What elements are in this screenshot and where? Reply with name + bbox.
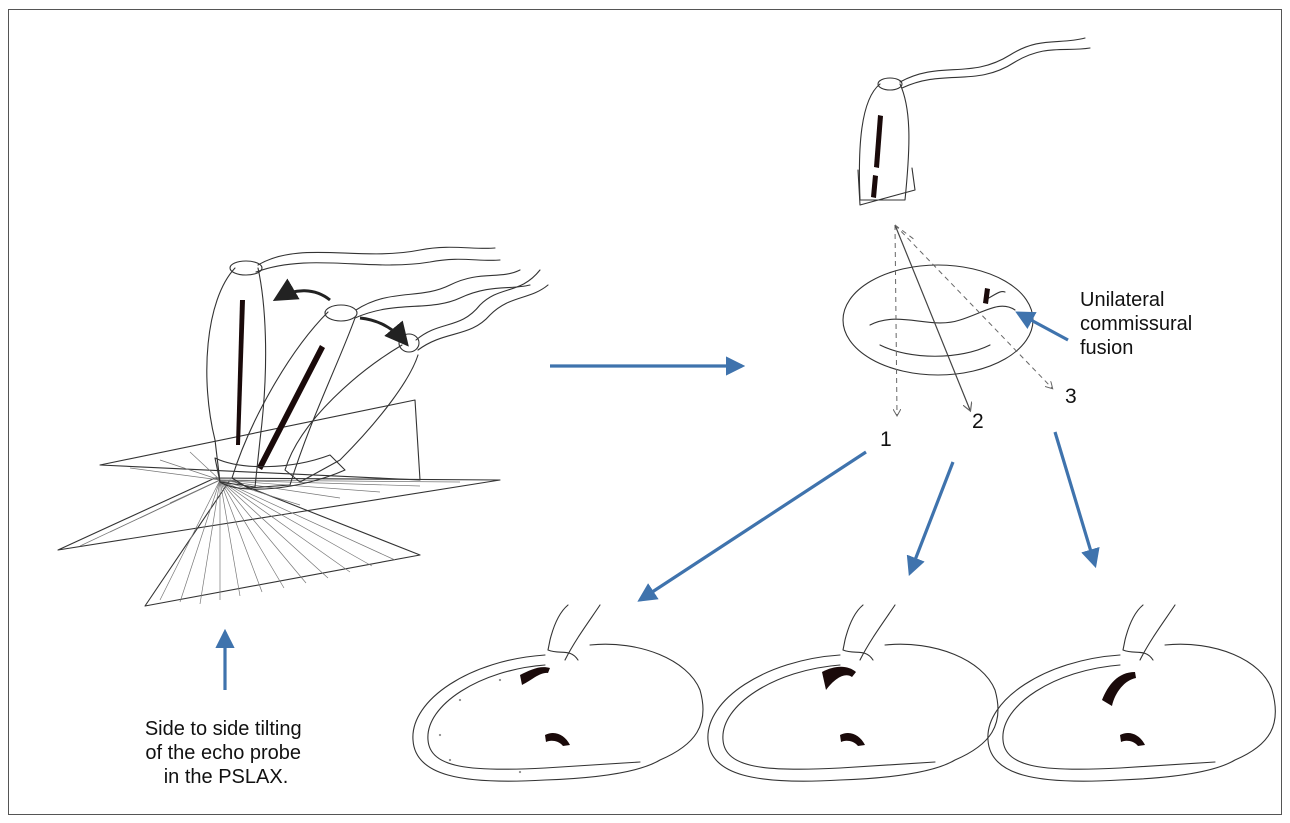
caption-left-line-2: of the echo probe xyxy=(145,742,301,764)
plane-number-2: 2 xyxy=(972,410,984,433)
plane-number-1: 1 xyxy=(880,428,892,451)
tilt-arrow-left xyxy=(278,291,330,300)
caption-right-line-3: fusion xyxy=(1080,337,1133,359)
tilt-arrow-right xyxy=(360,318,405,342)
probe-position-1 xyxy=(207,247,500,487)
caption-left-line-3: in the PSLAX. xyxy=(164,766,289,788)
pslax-view-2 xyxy=(708,605,998,781)
probe-position-2 xyxy=(232,270,530,488)
arrow-to-view-3 xyxy=(1055,432,1095,565)
top-probe xyxy=(858,38,1090,205)
arrow-to-view-1 xyxy=(640,452,866,600)
tilting-probe-illustration xyxy=(58,247,548,606)
caption-right: Unilateral commissural fusion xyxy=(1080,289,1198,359)
plane-number-3: 3 xyxy=(1065,385,1077,408)
fusion-pointer-arrow xyxy=(1018,313,1068,340)
caption-left: Side to side tilting of the echo probe i… xyxy=(145,718,307,788)
caption-left-line-1: Side to side tilting xyxy=(145,718,302,740)
aortic-valve xyxy=(843,265,1033,375)
arrow-to-view-2 xyxy=(910,462,953,573)
pslax-view-3 xyxy=(988,605,1276,781)
caption-right-line-1: Unilateral xyxy=(1080,289,1164,311)
caption-right-line-2: commissural xyxy=(1080,313,1192,335)
pslax-view-1 xyxy=(413,605,703,781)
